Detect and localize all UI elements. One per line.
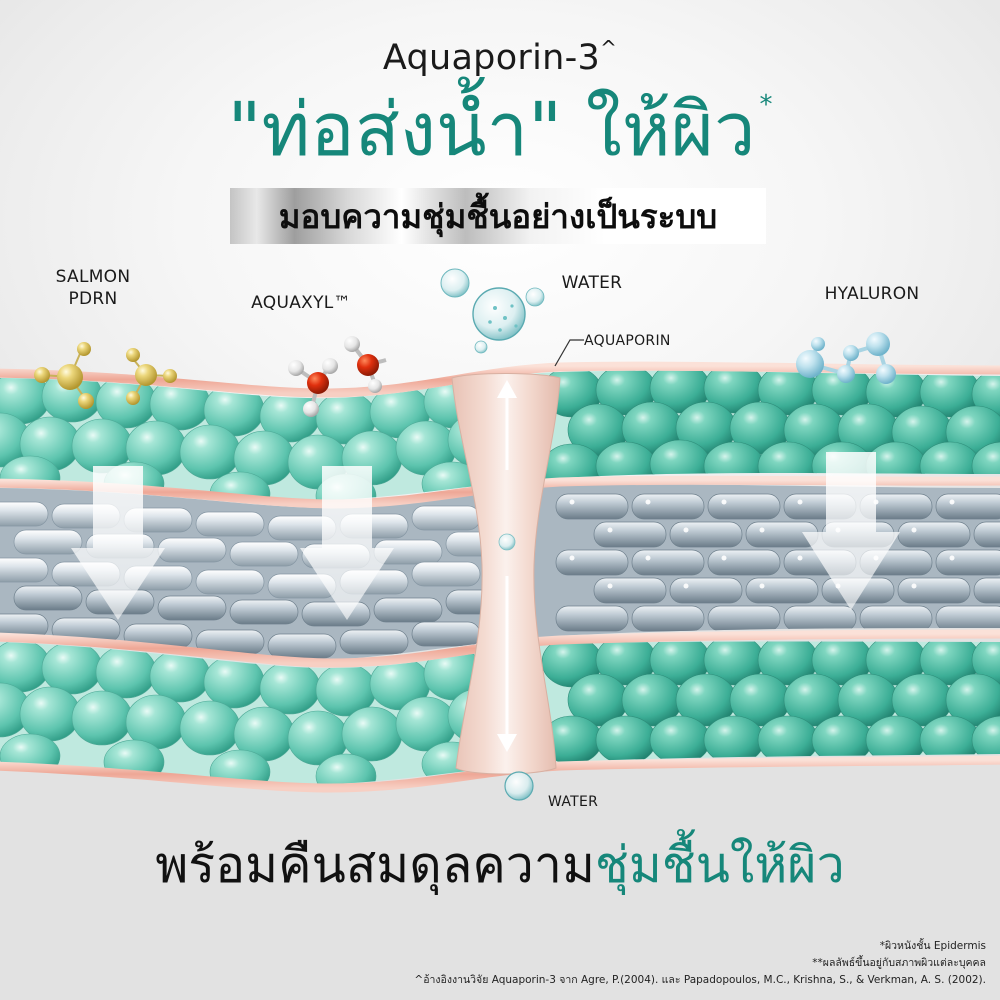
bottom-cell-layer — [0, 641, 1000, 785]
top-cell-layer — [0, 370, 1000, 501]
tagline-teal-text: ชุ่มชื้นให้ผิว — [594, 836, 845, 894]
label-water-bottom: WATER — [548, 794, 599, 810]
aquaxyl-molecules — [288, 336, 387, 417]
kicker-title: Aquaporin-3^ — [0, 36, 1000, 78]
label-hyaluron: HYALURON — [824, 284, 920, 304]
hyaluron-molecules — [796, 332, 896, 384]
subtitle-banner-text: มอบความชุ่มชื้นอย่างเป็นระบบ — [278, 196, 718, 236]
label-salmon-line1: SALMON — [55, 267, 131, 287]
absorption-arrows — [71, 452, 900, 620]
footnote-reference: ^อ้างอิงงานวิจัย Aquaporin-3 จาก Agre, P… — [414, 974, 986, 986]
water-droplet-bottom — [504, 771, 534, 801]
tagline-dark-text: พร้อมคืนสมดุลความ — [155, 836, 595, 894]
label-salmon-pdrn: SALMON PDRN — [48, 266, 138, 310]
aquaporin-leader-line — [554, 339, 584, 367]
tagline: พร้อมคืนสมดุลความชุ่มชื้นให้ผิว — [0, 840, 1000, 890]
headline-footnote-mark: * — [759, 90, 773, 120]
label-aquaporin: AQUAPORIN — [584, 333, 671, 349]
headline: "ท่อส่งน้ำ" ให้ผิว* — [0, 92, 1000, 167]
kicker-footnote-mark: ^ — [600, 36, 618, 60]
label-water-top: WATER — [561, 273, 623, 293]
kicker-text: Aquaporin-3 — [382, 38, 601, 78]
footnote-epidermis: *ผิวหนังชั้น Epidermis — [879, 940, 986, 952]
middle-cell-layer — [0, 484, 1000, 661]
headline-text: "ท่อส่งน้ำ" ให้ผิว — [227, 87, 756, 173]
salmon-pdrn-molecules — [34, 342, 177, 409]
footnote-results-vary: **ผลลัพธ์ขึ้นอยู่กับสภาพผิวแต่ละบุคคล — [812, 957, 986, 969]
subtitle-banner: มอบความชุ่มชื้นอย่างเป็นระบบ — [230, 188, 766, 244]
aquaporin-channel — [451, 373, 561, 775]
water-droplets-top — [440, 268, 545, 354]
footnotes: *ผิวหนังชั้น Epidermis **ผลลัพธ์ขึ้นอยู่… — [414, 938, 986, 989]
membranes — [0, 361, 1000, 793]
label-salmon-line2: PDRN — [68, 289, 118, 309]
label-aquaxyl: AQUAXYL™ — [251, 293, 351, 313]
